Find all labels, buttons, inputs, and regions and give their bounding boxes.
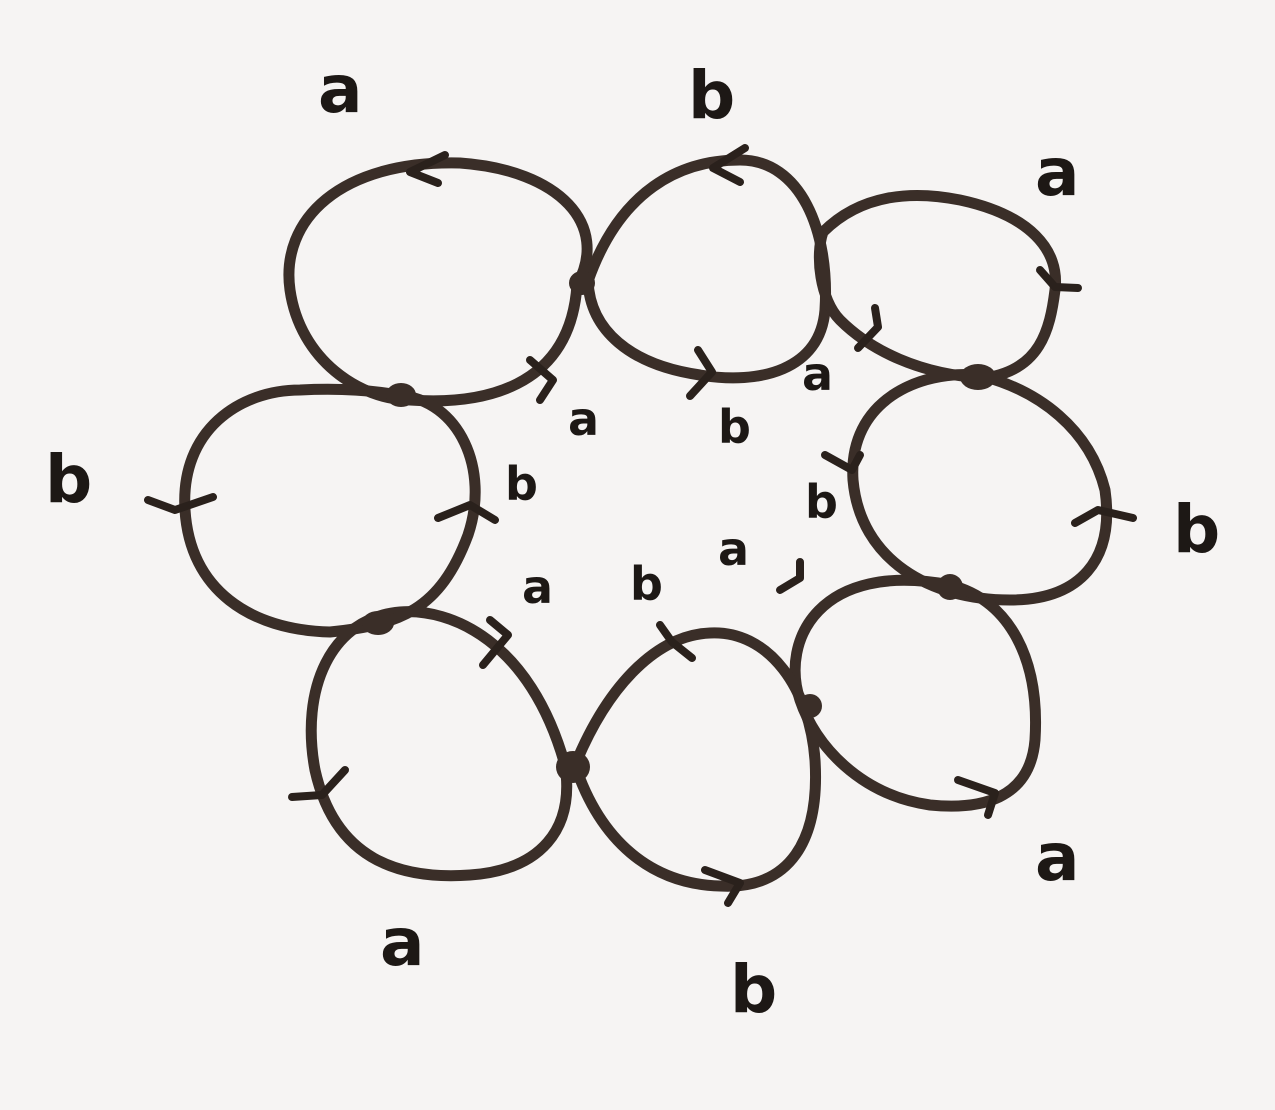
outer-label-right: b — [1173, 491, 1220, 568]
loop-bottom-left — [305, 606, 573, 882]
inner-label-6: b — [630, 557, 663, 611]
inner-label-2: b — [718, 400, 751, 454]
outer-label-top-right: a — [1035, 134, 1080, 211]
arrow-16 — [434, 501, 499, 524]
arrows-group — [144, 144, 1137, 907]
arrow-2 — [526, 356, 557, 404]
outer-label-bottom-left: a — [380, 904, 425, 981]
outer-label-bottom-right: a — [1035, 819, 1080, 896]
arrow-1 — [406, 151, 449, 187]
arrow-15 — [144, 493, 217, 514]
arrow-13 — [288, 766, 349, 801]
loop-right — [847, 368, 1113, 606]
inner-label-3: a — [802, 347, 833, 401]
arrow-4 — [686, 346, 716, 400]
loop-left — [179, 383, 481, 638]
loop-top-left — [283, 157, 593, 407]
vertex-3 — [960, 364, 996, 390]
arrow-3 — [709, 144, 749, 186]
inner-labels-group: a b a b a b a b — [505, 347, 838, 614]
arrow-14 — [701, 866, 744, 907]
arrow-10 — [954, 776, 999, 819]
inner-label-1: a — [568, 392, 599, 446]
outer-label-top: b — [688, 57, 735, 134]
loop-top-right — [813, 190, 1062, 384]
arrow-11 — [479, 616, 512, 669]
inner-label-7: a — [522, 560, 553, 614]
outer-labels-group: a b a b a b a b — [45, 51, 1220, 1028]
arrow-9 — [776, 558, 804, 594]
arrow-8 — [1071, 506, 1137, 527]
vertices-group — [362, 271, 996, 783]
outer-label-top-left: a — [318, 51, 363, 128]
vertex-7 — [798, 694, 822, 718]
loops-group — [179, 154, 1113, 892]
vertex-6 — [556, 751, 590, 783]
inner-label-4: b — [805, 475, 838, 529]
vertex-2 — [386, 383, 416, 407]
loop-bottom-right — [789, 574, 1042, 812]
loop-top — [582, 154, 832, 384]
loop-bottom — [569, 627, 822, 892]
inner-label-8: b — [505, 457, 538, 511]
vertex-5 — [362, 611, 394, 635]
arrow-6 — [854, 304, 882, 352]
vertex-4 — [937, 574, 963, 600]
arrow-12 — [656, 621, 696, 662]
inner-label-5: a — [718, 522, 749, 576]
outer-label-bottom: b — [730, 951, 777, 1028]
arrow-5 — [1036, 266, 1082, 292]
arrow-7 — [821, 451, 864, 474]
outer-label-left: b — [45, 441, 92, 518]
vertex-1 — [569, 271, 595, 295]
